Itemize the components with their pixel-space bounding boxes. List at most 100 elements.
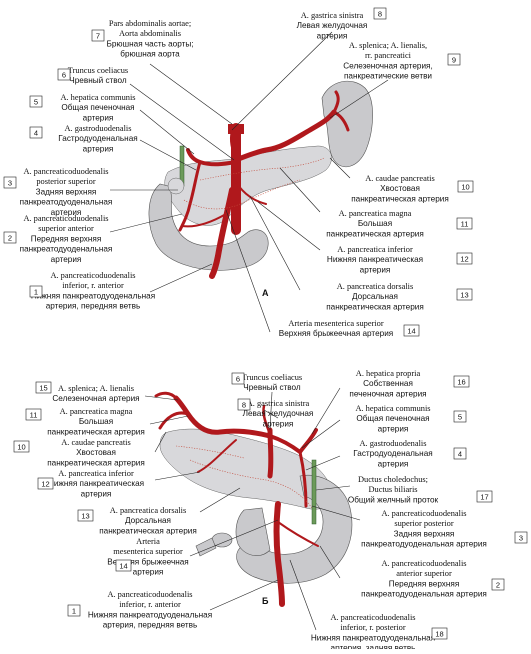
- latin-term: inferior, r. posterior: [340, 623, 405, 632]
- leader-line: [154, 471, 201, 481]
- russian-term: Гастродуоденальная: [353, 449, 432, 458]
- russian-term: Левая желудочная: [297, 21, 368, 30]
- latin-term: A. pancreatica dorsalis: [110, 506, 187, 515]
- number-label: 2: [496, 580, 500, 589]
- number-label: 14: [119, 561, 127, 570]
- number-label: 1: [34, 287, 38, 296]
- number-box: [373, 7, 387, 20]
- number-label: 13: [460, 290, 468, 299]
- b-label-17: Ductus choledochus;Ductus biliarisОбщий …: [315, 475, 493, 504]
- leader-line: [129, 83, 235, 161]
- latin-term: Aorta abdominalis: [119, 29, 181, 38]
- leader-line: [109, 213, 183, 233]
- a-label-10: A. caudae pancreatisХвостоваяпанкреатиче…: [329, 157, 474, 203]
- russian-term: артерия: [83, 113, 114, 122]
- russian-term: Нижняя панкреатодуоденальная: [31, 291, 155, 300]
- number-label: 7: [96, 31, 100, 40]
- russian-term: Верхняя брыжеечная: [107, 557, 188, 566]
- russian-term: артерия: [51, 208, 82, 217]
- russian-term: Нижняя панкреатическая: [48, 479, 144, 488]
- latin-term: A. gastroduodenalis: [65, 124, 132, 133]
- number-label: 10: [461, 182, 469, 191]
- latin-term: Truncus coeliacus: [242, 373, 302, 382]
- latin-term: inferior, r. anterior: [62, 281, 124, 290]
- latin-term: A. pancreaticoduodenalis: [107, 590, 192, 599]
- russian-term: Общий желчный проток: [348, 495, 439, 504]
- number-box: [456, 288, 473, 301]
- russian-term: Нижняя панкреатодуоденальная: [311, 633, 435, 642]
- latin-term: A. hepatica communis: [355, 404, 430, 413]
- pancreas-b: [159, 428, 333, 510]
- leader-line: [305, 455, 341, 471]
- number-label: 12: [41, 479, 49, 488]
- number-box: [29, 95, 43, 108]
- number-label: 14: [407, 326, 415, 335]
- russian-term: Верхняя брыжеечная артерия: [279, 329, 393, 338]
- latin-term: A. pancreaticoduodenalis: [23, 214, 108, 223]
- russian-term: Хвостовая: [76, 448, 116, 457]
- number-box: [13, 440, 30, 453]
- latin-term: A. pancreaticoduodenalis: [381, 509, 466, 518]
- latin-term: Truncus coeliacus: [68, 66, 128, 75]
- number-label: 8: [242, 400, 246, 409]
- russian-term: панкреатическая артерия: [99, 526, 197, 535]
- leader-line: [231, 31, 333, 131]
- number-label: 10: [17, 442, 25, 451]
- latin-term: A. pancreaticoduodenalis: [330, 613, 415, 622]
- russian-term: Гастродуоденальная: [58, 134, 137, 143]
- leader-line: [311, 505, 361, 521]
- number-box: [91, 29, 105, 42]
- latin-term: A. pancreaticoduodenalis: [50, 271, 135, 280]
- latin-term: A. gastroduodenalis: [360, 439, 427, 448]
- russian-term: Собственная: [363, 379, 413, 388]
- russian-term: панкреатическая артерия: [326, 229, 424, 238]
- russian-term: артерия: [81, 489, 112, 498]
- latin-term: Ductus choledochus;: [358, 475, 428, 484]
- russian-term: Большая: [79, 417, 113, 426]
- russian-term: панкреатическая артерия: [47, 458, 145, 467]
- number-label: 6: [62, 70, 66, 79]
- number-box: [403, 324, 420, 337]
- number-box: [453, 410, 467, 423]
- latin-term: rr. pancreatici: [365, 51, 412, 60]
- latin-term: anterior superior: [396, 569, 452, 578]
- latin-term: A. caudae pancreatis: [365, 174, 435, 183]
- b-label-4: A. gastroduodenalisГастродуоденальнаяарт…: [305, 439, 467, 471]
- number-label: 16: [457, 377, 465, 386]
- russian-term: Селезеночная артерия,: [343, 61, 432, 70]
- leader-line: [149, 415, 189, 425]
- number-label: 15: [39, 383, 47, 392]
- b-label-13: A. pancreatica dorsalisДорсальнаяпанкреа…: [77, 487, 241, 535]
- number-label: 3: [519, 533, 523, 542]
- number-box: [231, 372, 245, 385]
- number-box: [57, 68, 71, 81]
- b-label-16: A. hepatica propriaСобственнаяпеченочная…: [311, 369, 470, 435]
- russian-term: Задняя верхняя: [394, 529, 455, 538]
- leader-line: [289, 559, 317, 631]
- russian-term: артерия, передняя ветвь: [103, 621, 198, 630]
- russian-term: Селезеночная артерия: [52, 394, 139, 403]
- number-box: [457, 180, 474, 193]
- number-box: [453, 375, 470, 388]
- latin-term: A. pancreatica dorsalis: [337, 282, 414, 291]
- leader-line: [139, 109, 195, 155]
- duodenum-a: [148, 183, 269, 271]
- number-label: 11: [461, 219, 469, 228]
- latin-term: A. pancreatica inferior: [337, 245, 413, 254]
- number-label: 5: [34, 97, 38, 106]
- russian-term: артерия, передняя ветвь: [46, 302, 141, 311]
- bile-duct-b: [311, 459, 317, 525]
- number-box: [3, 231, 17, 244]
- leader-line: [279, 167, 321, 213]
